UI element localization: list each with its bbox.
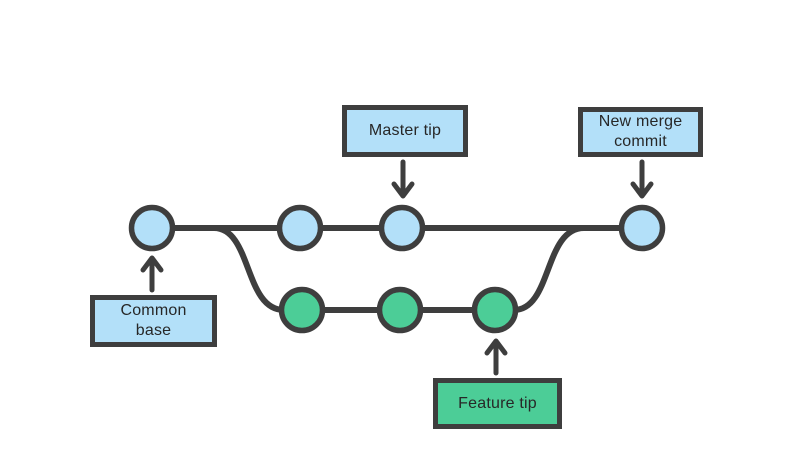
commit-new-merge xyxy=(618,204,666,252)
label-new-merge-commit-text: New merge commit xyxy=(598,113,683,150)
label-feature-tip: Feature tip xyxy=(433,378,562,429)
label-new-merge-commit: New merge commit xyxy=(578,107,703,157)
branch-merge-curve xyxy=(511,225,587,313)
label-common-base-text: Common base xyxy=(120,302,187,339)
commit-common-base xyxy=(128,204,176,252)
label-master-tip-text: Master tip xyxy=(368,122,442,139)
common-base-arrow-head xyxy=(140,255,164,273)
new-merge-commit-arrow-head xyxy=(630,181,654,199)
label-master-tip: Master tip xyxy=(342,105,468,157)
commit-feature-1 xyxy=(278,286,326,334)
commit-feature-tip xyxy=(471,286,519,334)
commit-master-2 xyxy=(276,204,324,252)
label-feature-tip-text: Feature tip xyxy=(458,394,537,412)
feature-tip-arrow-head xyxy=(484,338,508,356)
commit-feature-2 xyxy=(376,286,424,334)
label-common-base: Common base xyxy=(90,295,217,347)
master-tip-arrow-head xyxy=(391,181,415,199)
branch-fork-curve xyxy=(211,225,287,313)
commit-master-tip xyxy=(378,204,426,252)
